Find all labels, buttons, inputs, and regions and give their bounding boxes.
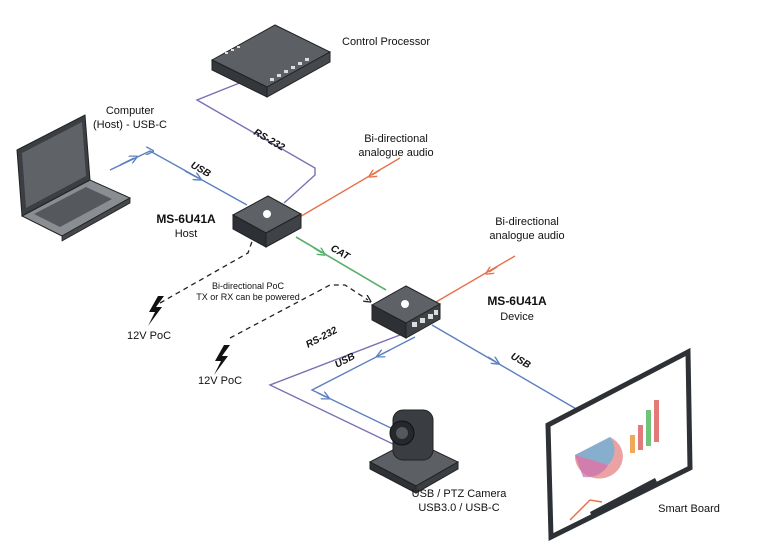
host-extender	[231, 195, 303, 248]
device-logo-icon	[401, 300, 409, 308]
bar-chart-icon	[630, 400, 659, 453]
rs232-device-wire	[268, 334, 401, 446]
camera-label-line2: USB3.0 / USB-C	[418, 502, 499, 514]
device-extender	[370, 285, 442, 339]
camera-lens-icon	[396, 427, 408, 439]
rs232-host-wire	[195, 81, 316, 204]
audio-device-label-line1: Bi-directional	[495, 216, 559, 228]
cat-wire	[295, 236, 387, 291]
audio-host-wire	[297, 157, 401, 219]
wire-label-usb-board: USB	[509, 351, 533, 371]
usb-board-wire	[431, 324, 579, 411]
poc-note-line2: TX or RX can be powered	[196, 292, 300, 302]
control-processor-label: Control Processor	[342, 36, 430, 48]
poc-note-line1: Bi-directional PoC	[212, 281, 285, 291]
audio-device-arrow	[489, 267, 498, 272]
audio-device-wire	[435, 255, 516, 303]
audio-host-arrow	[372, 170, 381, 175]
usb-camera-arrow-a	[380, 350, 391, 355]
audio-host-label-line2: analogue audio	[358, 147, 433, 159]
wire-label-usb-camera: USB	[333, 351, 357, 371]
wire-label-rs232-host: RS-232	[252, 127, 287, 154]
host-role-label: Host	[175, 228, 198, 240]
computer-label-line1: Computer	[106, 105, 155, 117]
smart-board-label: Smart Board	[658, 503, 720, 515]
cat-arrow	[313, 248, 322, 253]
computer-label-line2: (Host) - USB-C	[93, 119, 167, 131]
usb-host-arrow-a	[119, 158, 134, 166]
device-role-label: Device	[500, 311, 534, 323]
audio-host-label-line1: Bi-directional	[364, 133, 428, 145]
control-processor-device	[210, 24, 332, 98]
wire-layer	[109, 81, 579, 446]
poc-right-label: 12V PoC	[198, 375, 242, 387]
smart-board	[545, 347, 693, 541]
lightning-icon-right	[214, 345, 230, 375]
wire-label-cat: CAT	[329, 243, 352, 263]
poc-left-label: 12V PoC	[127, 330, 171, 342]
host-logo-icon	[263, 210, 271, 218]
poc-right-wire	[229, 284, 368, 339]
lightning-icon-left	[148, 296, 164, 326]
usb-board-arrow	[487, 357, 496, 362]
audio-device-label-line2: analogue audio	[489, 230, 564, 242]
usb-host-arrow-b	[184, 170, 198, 178]
laptop-computer	[16, 114, 132, 242]
camera-label-line1: USB / PTZ Camera	[412, 488, 508, 500]
ptz-camera	[368, 409, 460, 494]
wire-label-rs232-device: RS-232	[304, 325, 339, 351]
usb-camera-arrow-b	[317, 393, 326, 397]
host-model-label: MS-6U41A	[156, 212, 216, 226]
device-model-label: MS-6U41A	[487, 294, 547, 308]
wire-label-usb-host: USB	[189, 160, 213, 180]
